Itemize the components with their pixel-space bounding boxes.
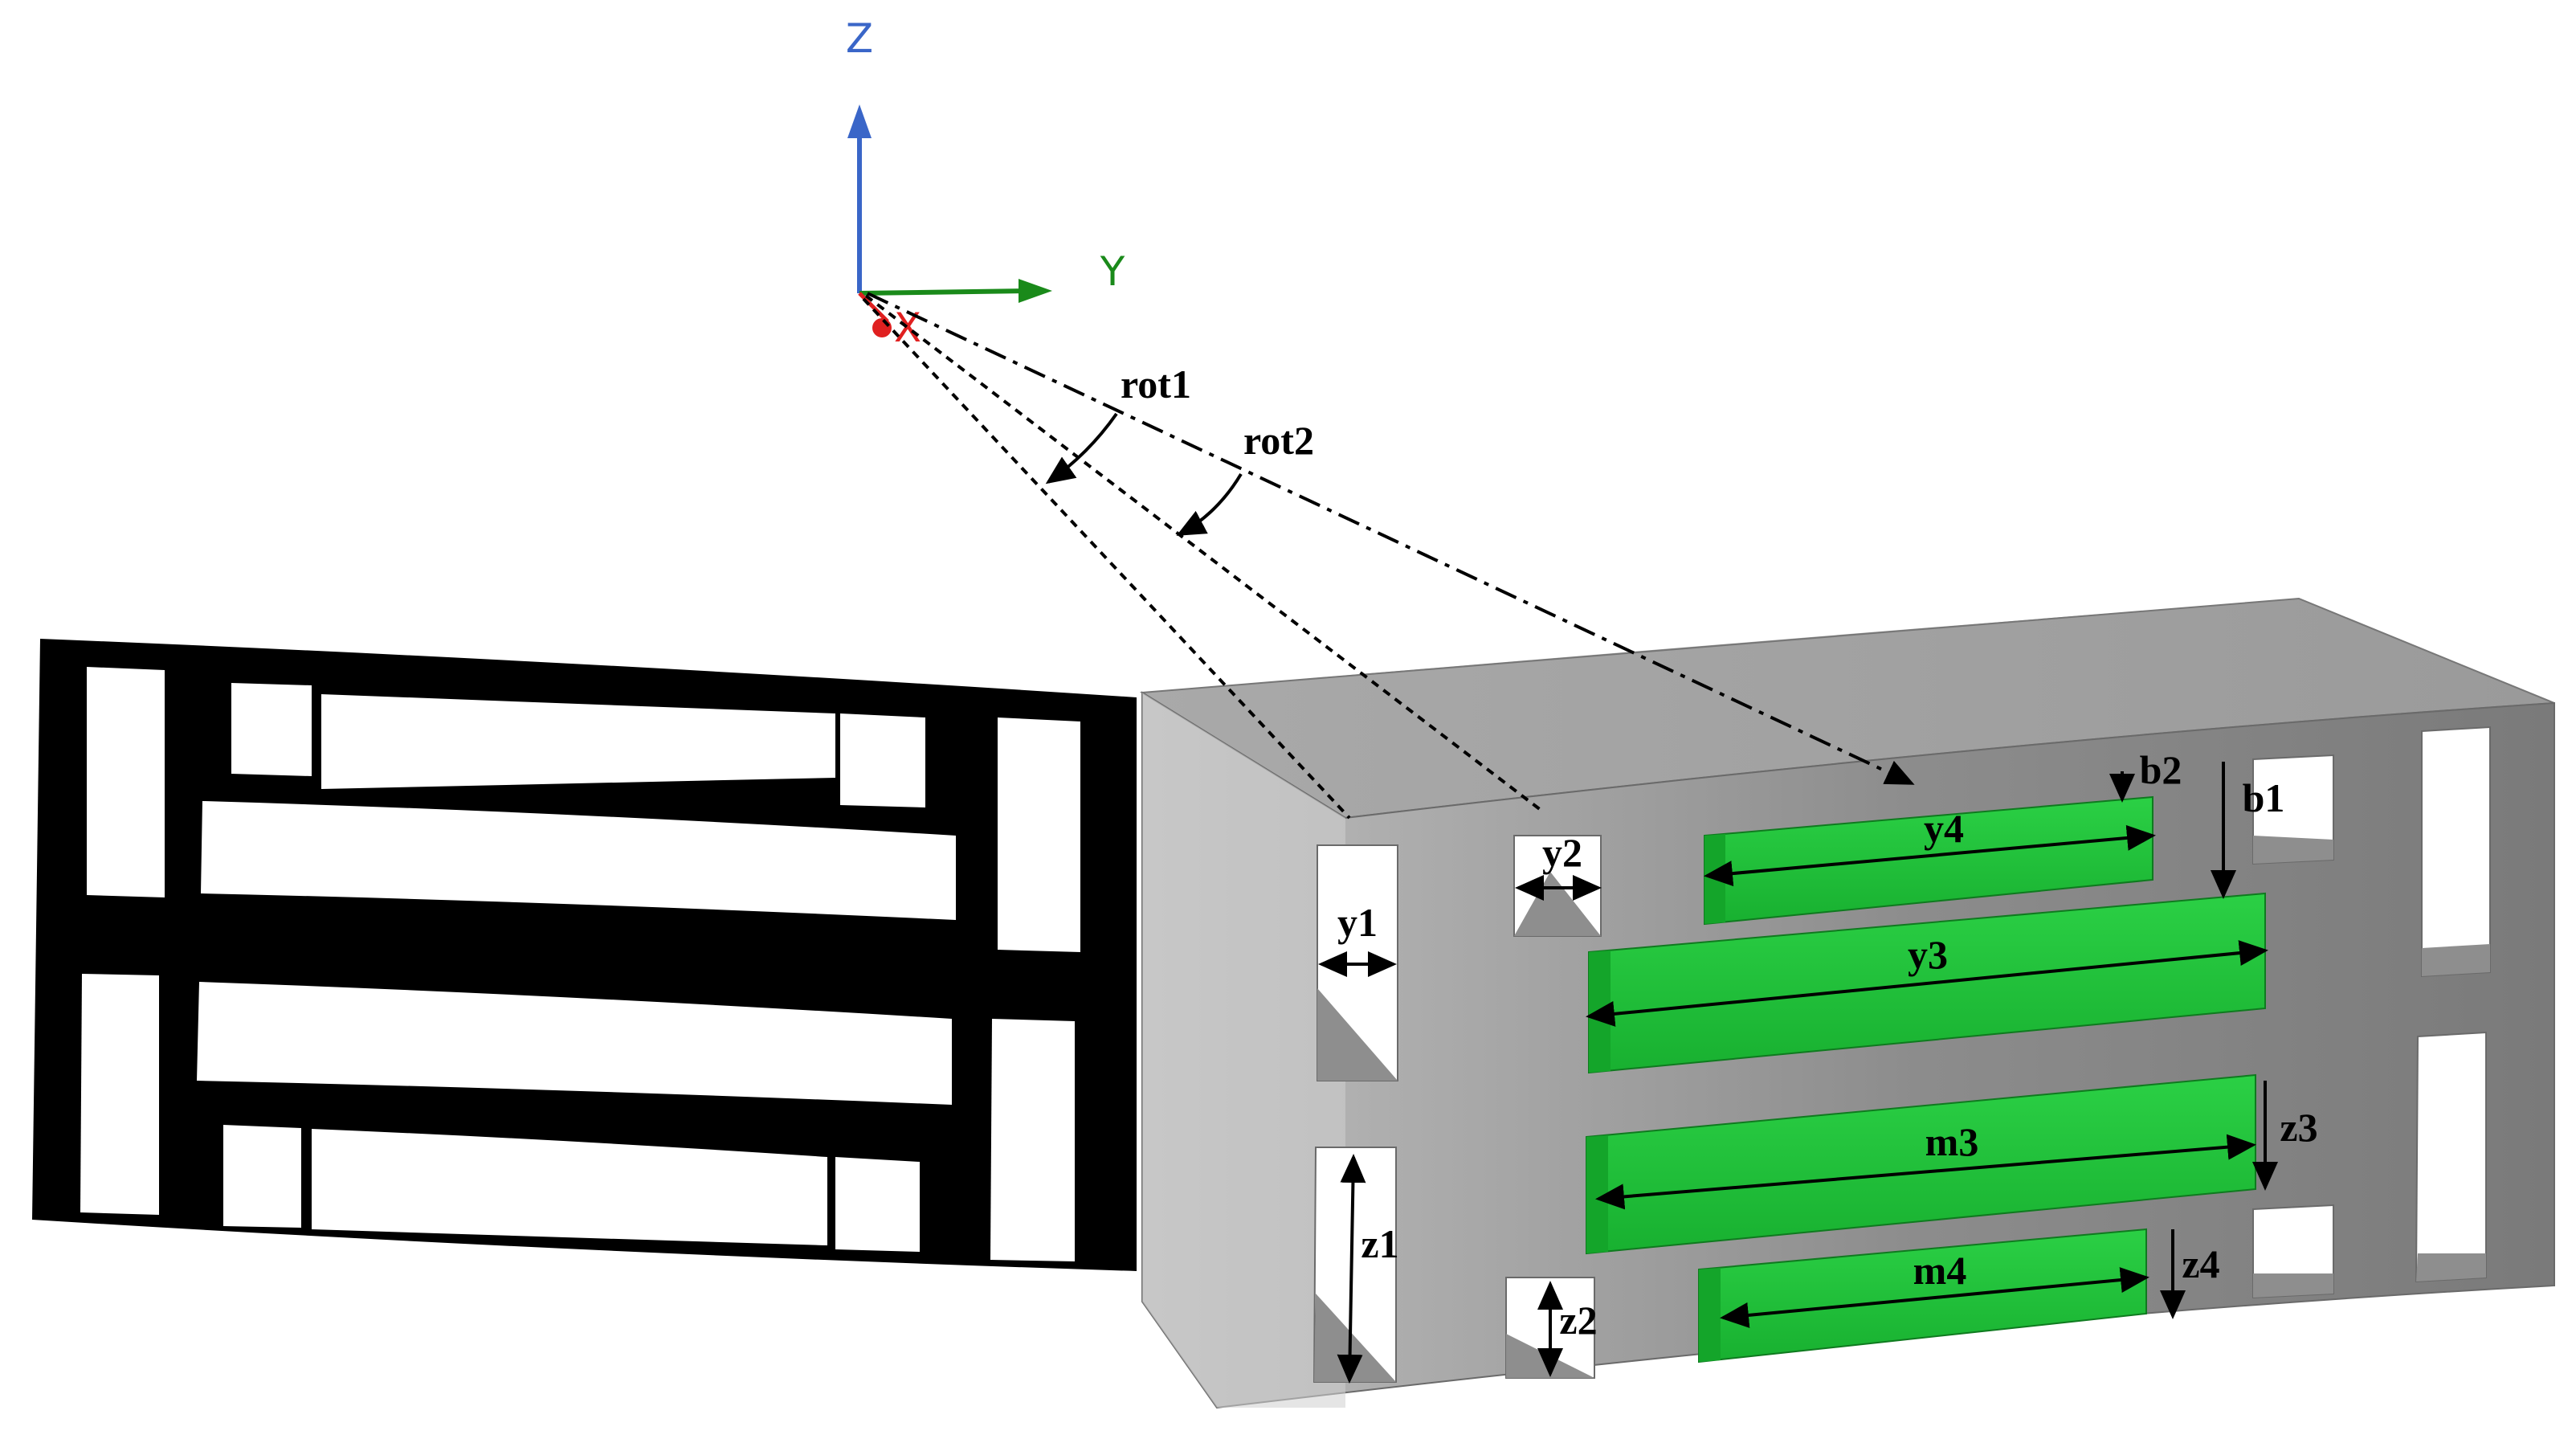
dim-y3-label: y3 [1908, 932, 1948, 977]
dim-b2-label: b2 [2140, 747, 2182, 792]
dim-z2-label: z2 [1559, 1298, 1597, 1343]
rot1-arc [1045, 412, 1118, 484]
construction-lines [862, 292, 1915, 820]
rotor-pattern-2d [32, 639, 1137, 1271]
dim-b1-label: b1 [2243, 775, 2285, 820]
dim-y4-label: y4 [1924, 806, 1964, 851]
dim-y2-label: y2 [1542, 830, 1582, 875]
dimension-arrows [1318, 762, 2278, 1384]
rot2-arc [1176, 472, 1243, 536]
dim-y1-label: y1 [1337, 900, 1378, 945]
coordinate-axes: Z Y X [846, 15, 1125, 351]
dim-m4-label: m4 [1913, 1248, 1967, 1293]
dim-z3-label: z3 [2280, 1105, 2317, 1150]
rot2-label: rot2 [1243, 418, 1314, 463]
axis-y-label: Y [1100, 248, 1125, 295]
dim-z4-label: z4 [2182, 1241, 2219, 1286]
dim-m3-label: m3 [1925, 1119, 1979, 1164]
rot1-label: rot1 [1121, 362, 1191, 407]
dimension-labels: y1 y2 y4 y3 m3 m4 z1 z2 z3 z4 b1 b2 [1337, 747, 2318, 1343]
dim-z1-label: z1 [1361, 1221, 1398, 1266]
rotor-block-3d [1139, 597, 2555, 1409]
axis-z-label: Z [846, 15, 873, 62]
